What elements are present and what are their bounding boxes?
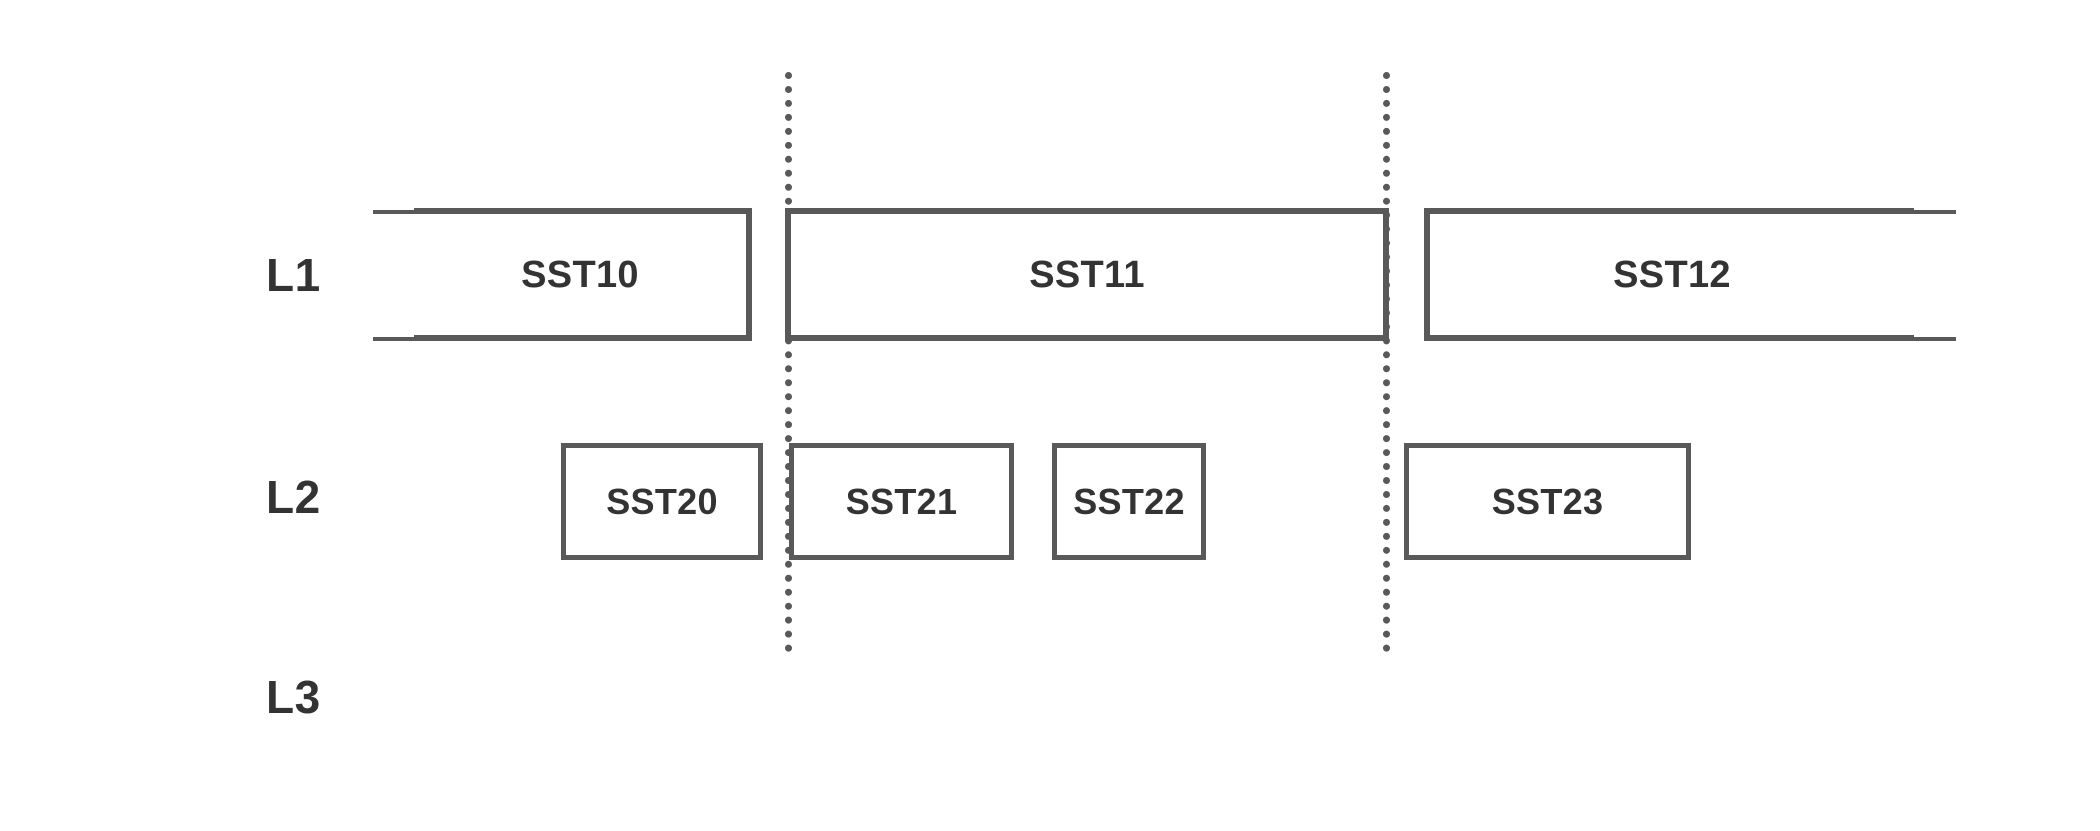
box-sst11[interactable]: SST11 (785, 208, 1389, 341)
rail-bottom-right (1908, 337, 1956, 341)
box-sst22[interactable]: SST22 (1052, 443, 1206, 560)
row-label-l3: L3 (266, 671, 321, 723)
box-sst21[interactable]: SST21 (789, 443, 1014, 560)
row-label-l2: L2 (266, 471, 321, 523)
box-sst22-label: SST22 (1073, 480, 1185, 522)
box-sst10[interactable]: SST10 (414, 208, 752, 341)
divider-boundary-2 (1383, 72, 1390, 652)
box-sst21-label: SST21 (845, 480, 958, 522)
divider-boundary-1 (785, 72, 792, 652)
box-sst11-label: SST11 (1029, 253, 1145, 296)
row-label-l1: L1 (266, 249, 321, 301)
box-sst12[interactable]: SST12 (1424, 208, 1914, 341)
row-content-l3 (373, 650, 1953, 730)
box-sst20[interactable]: SST20 (561, 443, 763, 560)
box-sst10-label: SST10 (521, 253, 639, 296)
rail-top-right (1908, 210, 1956, 214)
rail-bottom-left (373, 337, 418, 341)
box-sst12-label: SST12 (1613, 253, 1731, 296)
box-sst20-label: SST20 (606, 480, 718, 522)
box-sst23-label: SST23 (1491, 480, 1604, 522)
box-sst23[interactable]: SST23 (1404, 443, 1691, 560)
rail-top-left (373, 210, 418, 214)
